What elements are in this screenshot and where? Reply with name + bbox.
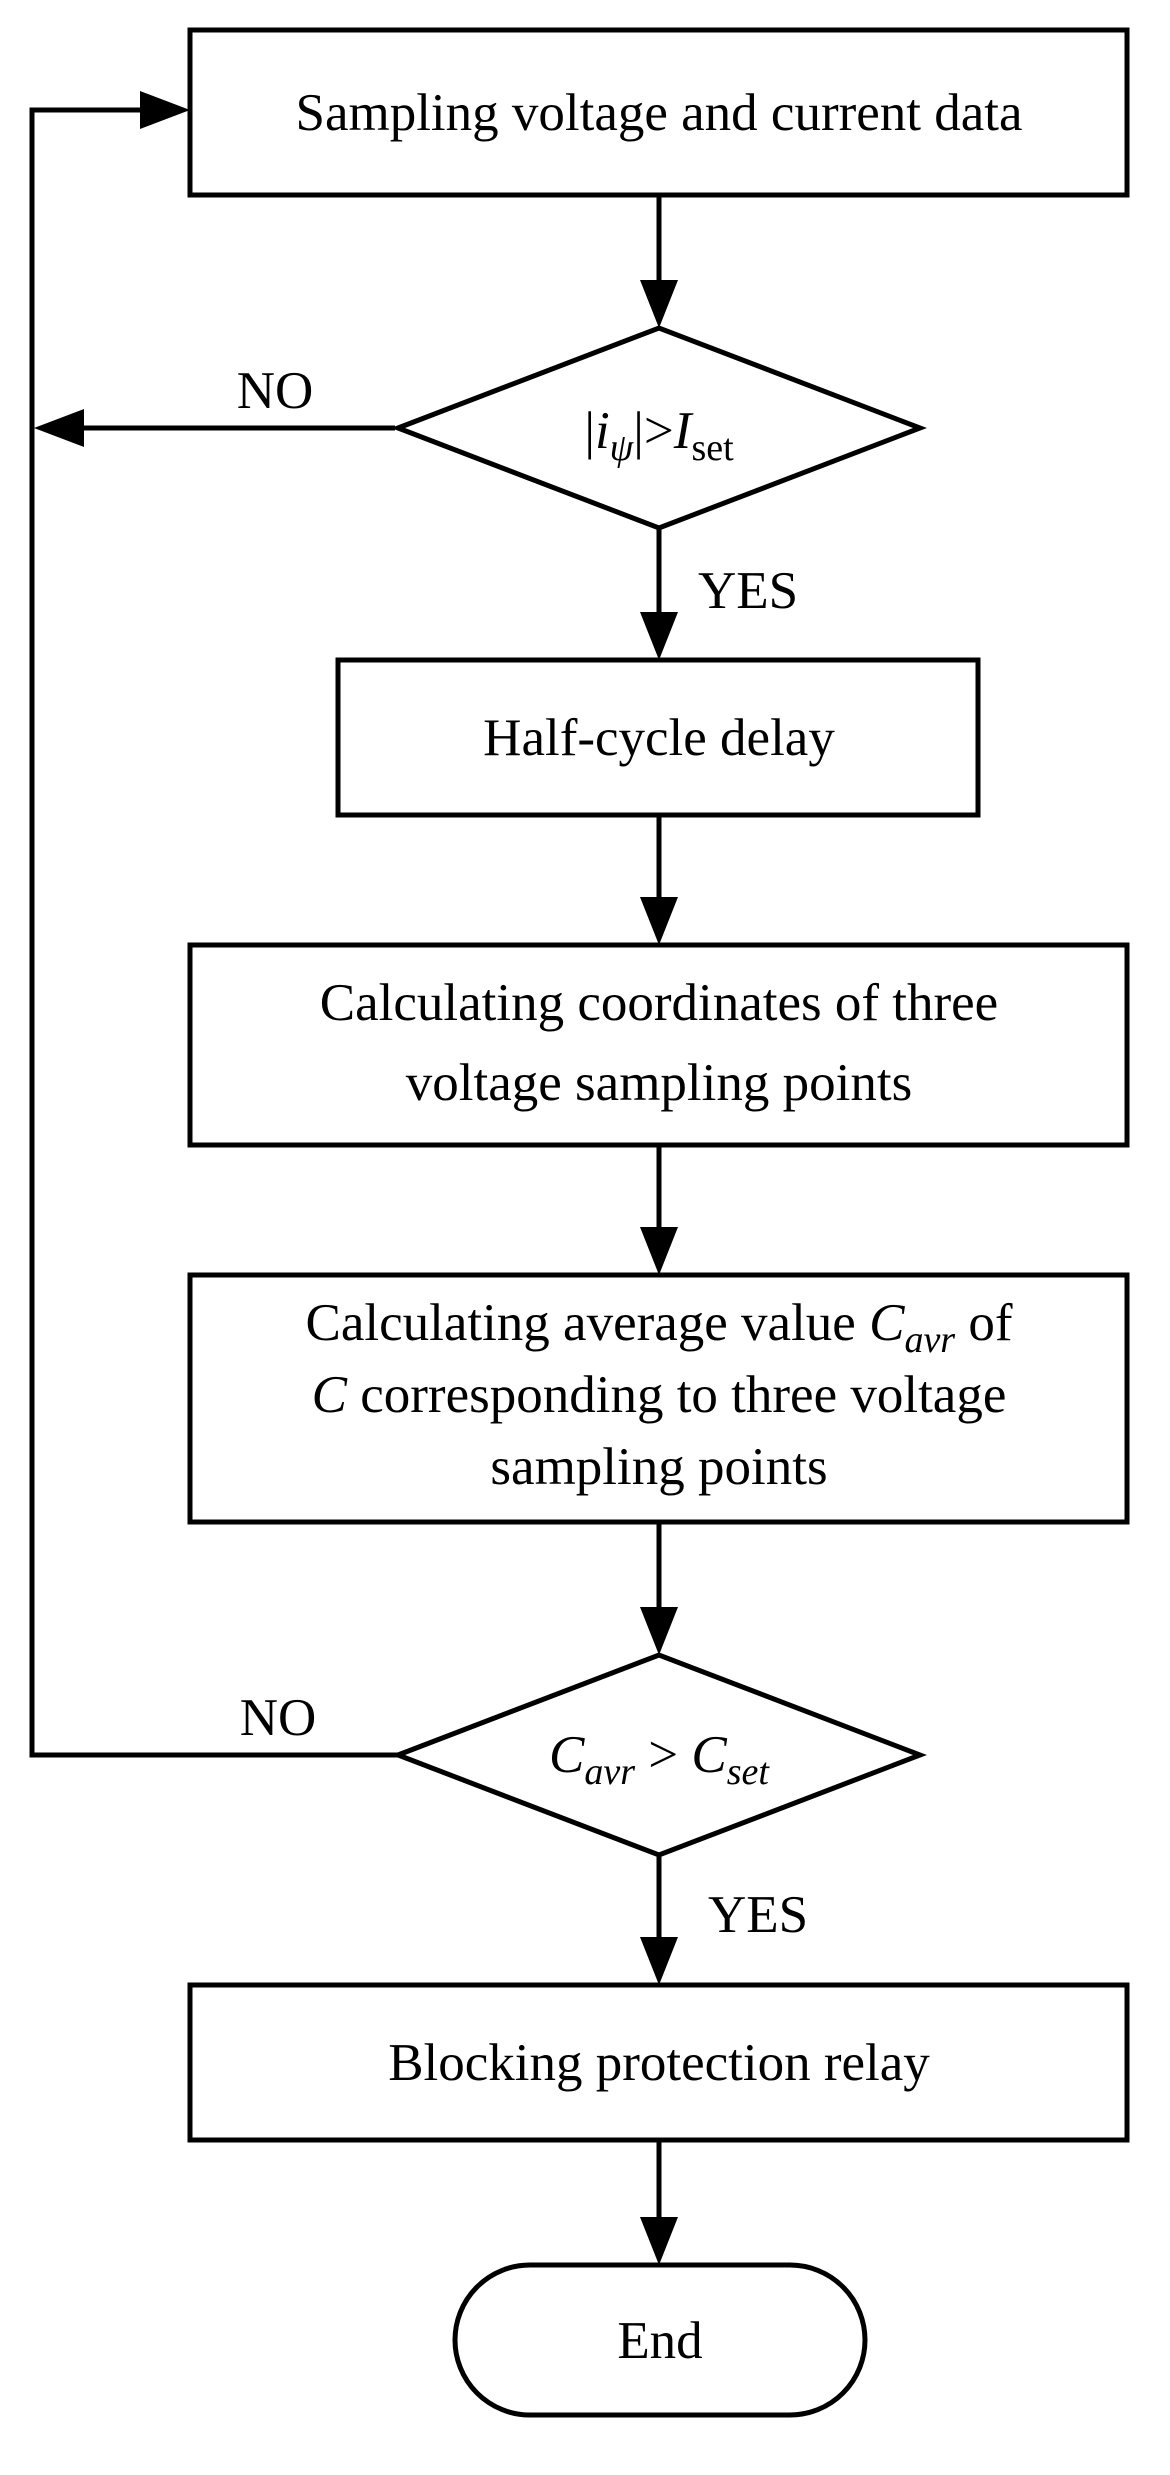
end-terminator (452, 2262, 868, 2418)
decision2-no-label: NO (240, 1689, 317, 1747)
average-value-box (187, 1272, 1130, 1525)
coordinates-box-line2: voltage sampling points (406, 1054, 912, 1112)
connector-decision2-no-loop (29, 107, 398, 1758)
decision1-no-label: NO (237, 362, 314, 420)
blocking-relay-label: Blocking protection relay (388, 2034, 930, 2092)
decision-current-threshold (391, 325, 927, 531)
arrowhead-loop-start (140, 91, 190, 129)
half-cycle-delay-box (335, 657, 981, 818)
average-value-line2: C corresponding to three voltage (312, 1366, 1007, 1424)
blocking-relay-box (187, 1982, 1130, 2143)
average-value-line3: sampling points (490, 1438, 827, 1496)
decision-c-threshold-label: Cavr > Cset (549, 1726, 770, 1793)
arrowhead-block (640, 1937, 678, 1985)
decision1-yes-label: YES (698, 562, 798, 620)
arrowhead-avg (640, 1227, 678, 1275)
coordinates-box-line1: Calculating coordinates of three (320, 974, 998, 1032)
decision2-yes-label: YES (708, 1886, 808, 1944)
end-label: End (617, 2312, 702, 2370)
arrowhead-decision2 (640, 1607, 678, 1655)
arrowhead-delay (640, 612, 678, 660)
decision-c-threshold (391, 1652, 927, 1858)
sampling-box-label: Sampling voltage and current data (295, 84, 1022, 142)
arrowhead-decision1 (640, 280, 678, 328)
arrowhead-coord (640, 897, 678, 945)
coordinates-box (187, 942, 1130, 1148)
arrowhead-decision1-no (34, 409, 84, 447)
sampling-box (187, 27, 1130, 198)
half-cycle-delay-label: Half-cycle delay (483, 709, 835, 767)
decision-current-threshold-label: |iψ|>Iset (584, 402, 734, 469)
arrowhead-end (640, 2217, 678, 2265)
average-value-line1: Calculating average value Cavr of (305, 1294, 1012, 1361)
